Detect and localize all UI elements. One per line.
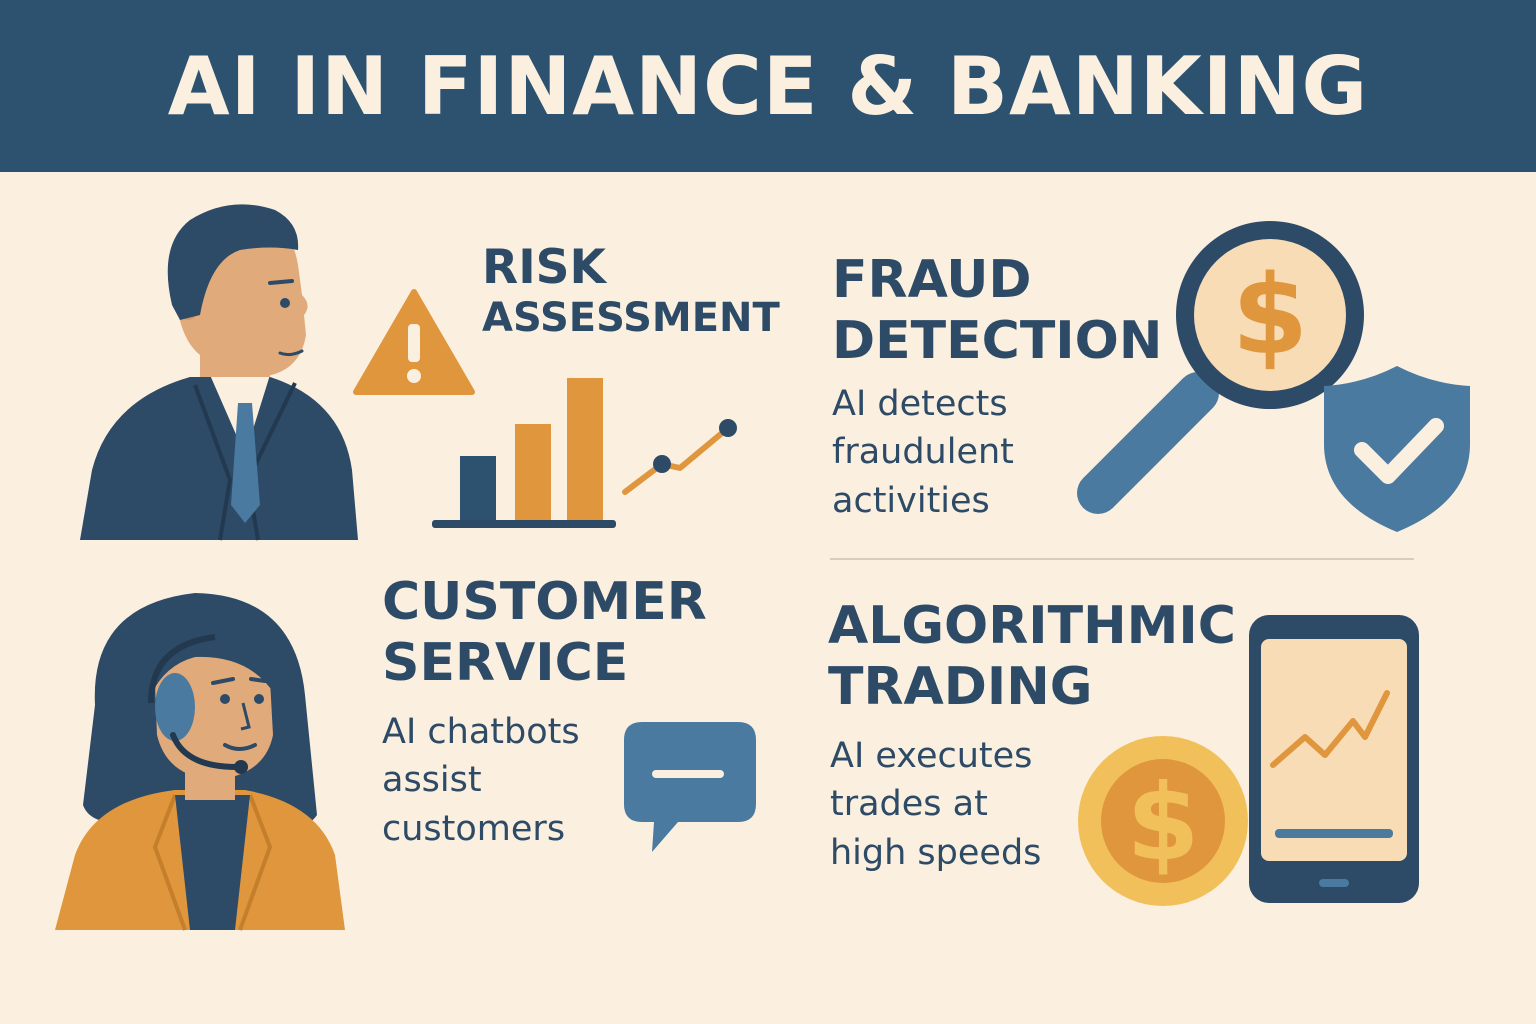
fraud-detection-heading: FRAUD DETECTION <box>832 250 1162 373</box>
fraud-desc-line-1: AI detects <box>832 384 1008 424</box>
businessman-illustration <box>80 204 358 541</box>
risk-heading-line-1: RISK <box>482 240 606 295</box>
algorithmic-trading-description: AI executes trades at high speeds <box>830 732 1041 877</box>
customer-desc-line-3: customers <box>382 808 566 849</box>
customer-desc-line-2: assist <box>382 760 482 801</box>
support-agent-illustration <box>55 593 345 931</box>
fraud-heading-line-2: DETECTION <box>832 311 1163 372</box>
fraud-heading-line-1: FRAUD <box>832 250 1032 310</box>
trading-desc-line-3: high speeds <box>830 832 1042 873</box>
fraud-desc-line-2: fraudulent <box>832 432 1014 473</box>
customer-desc-line-1: AI chatbots <box>382 712 580 752</box>
risk-heading-line-2: ASSESSMENT <box>482 295 780 342</box>
svg-text:$: $ <box>1232 251 1309 379</box>
risk-assessment-heading: RISK ASSESSMENT <box>482 240 780 343</box>
shield-check-icon <box>1324 366 1470 532</box>
trading-heading-line-1: ALGORITHMIC <box>828 596 1236 656</box>
trading-heading-line-2: TRADING <box>828 657 1093 718</box>
magnifier-dollar-icon: $ <box>1077 221 1364 514</box>
trading-desc-line-1: AI executes <box>830 736 1033 776</box>
customer-heading-line-1: CUSTOMER <box>382 572 707 632</box>
bar-chart-icon <box>432 378 737 528</box>
customer-heading-line-2: SERVICE <box>382 633 629 694</box>
trading-desc-line-2: trades at <box>830 784 988 825</box>
svg-text:$: $ <box>1126 762 1199 884</box>
fraud-desc-line-3: activities <box>832 480 990 521</box>
fraud-detection-description: AI detects fraudulent activities <box>832 380 1014 525</box>
smartphone-trading-icon <box>1249 615 1419 903</box>
page-title: AI IN FINANCE & BANKING <box>167 39 1369 133</box>
title-banner: AI IN FINANCE & BANKING <box>0 0 1536 172</box>
gold-coin-icon: $ <box>1078 736 1248 906</box>
customer-service-description: AI chatbots assist customers <box>382 708 580 853</box>
customer-service-heading: CUSTOMER SERVICE <box>382 572 707 695</box>
warning-icon <box>353 289 475 395</box>
chat-bubble-icon <box>624 722 756 852</box>
section-divider <box>830 558 1414 560</box>
algorithmic-trading-heading: ALGORITHMIC TRADING <box>828 596 1236 719</box>
